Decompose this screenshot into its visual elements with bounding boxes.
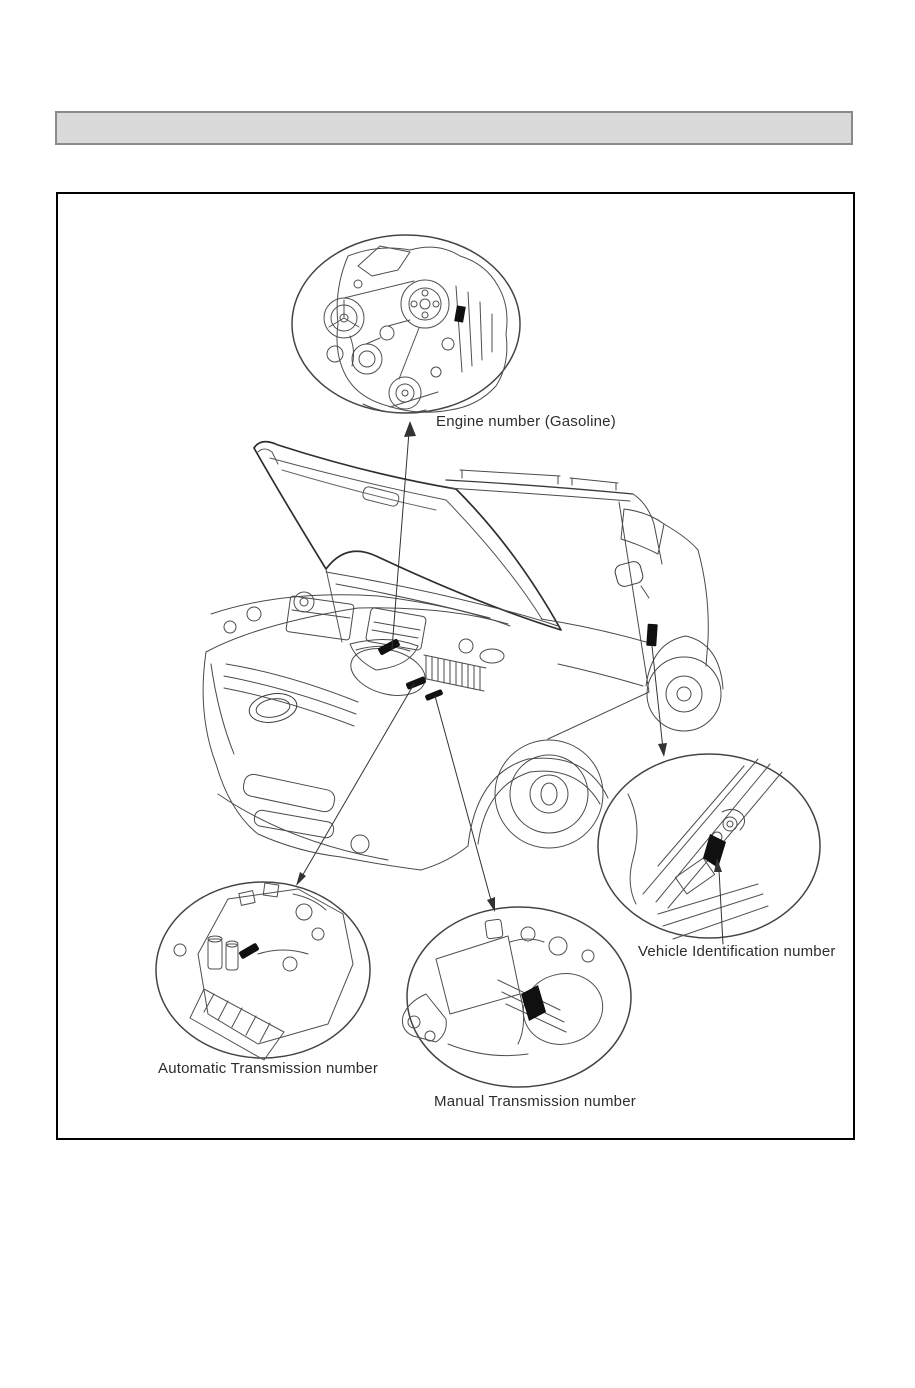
- engine-number-label: Engine number (Gasoline): [436, 413, 616, 430]
- vehicle-id-locations-figure: [155, 234, 821, 1088]
- vin-pillar-arrow: [651, 645, 664, 750]
- vin-pillar-location-mark: [646, 623, 658, 647]
- engine-callout-ellipse: [291, 234, 521, 414]
- figure-frame: Engine number (Gasoline) Vehicle Identif…: [56, 192, 855, 1140]
- manual-transmission-plate-mark: [521, 985, 546, 1021]
- engine-number-arrow: [391, 431, 410, 650]
- mt-callout-ellipse: [406, 906, 632, 1088]
- vin-location-illustration: [627, 758, 783, 940]
- manual-transmission-label: Manual Transmission number: [434, 1093, 636, 1110]
- manual-transmission-location-mark: [425, 689, 443, 701]
- vin-plate-arrow: [718, 869, 724, 945]
- automatic-transmission-arrow: [300, 683, 415, 879]
- engine-illustration: [323, 245, 508, 414]
- vin-plate-arrowhead-icon: [714, 858, 722, 872]
- engine-number-plate-mark: [454, 305, 466, 323]
- vehicle-illustration: [202, 440, 724, 871]
- engine-number-location-mark: [378, 639, 400, 655]
- automatic-transmission-plate-mark: [239, 943, 259, 959]
- automatic-transmission-location-mark: [406, 676, 426, 690]
- mt-arrowhead-icon: [487, 897, 495, 912]
- manual-transmission-illustration: [402, 918, 604, 1057]
- vin-label: Vehicle Identification number: [638, 943, 836, 960]
- automatic-transmission-illustration: [173, 882, 354, 1061]
- at-callout-ellipse: [155, 881, 371, 1059]
- engine-arrowhead-icon: [404, 421, 416, 437]
- manual-transmission-arrow: [434, 695, 493, 905]
- vin-callout-ellipse: [597, 753, 821, 939]
- at-arrowhead-icon: [296, 872, 306, 886]
- section-header-bar: [55, 111, 853, 145]
- vin-pillar-arrowhead-icon: [658, 743, 667, 757]
- vin-plate-mark: [703, 834, 726, 868]
- automatic-transmission-label: Automatic Transmission number: [158, 1060, 379, 1077]
